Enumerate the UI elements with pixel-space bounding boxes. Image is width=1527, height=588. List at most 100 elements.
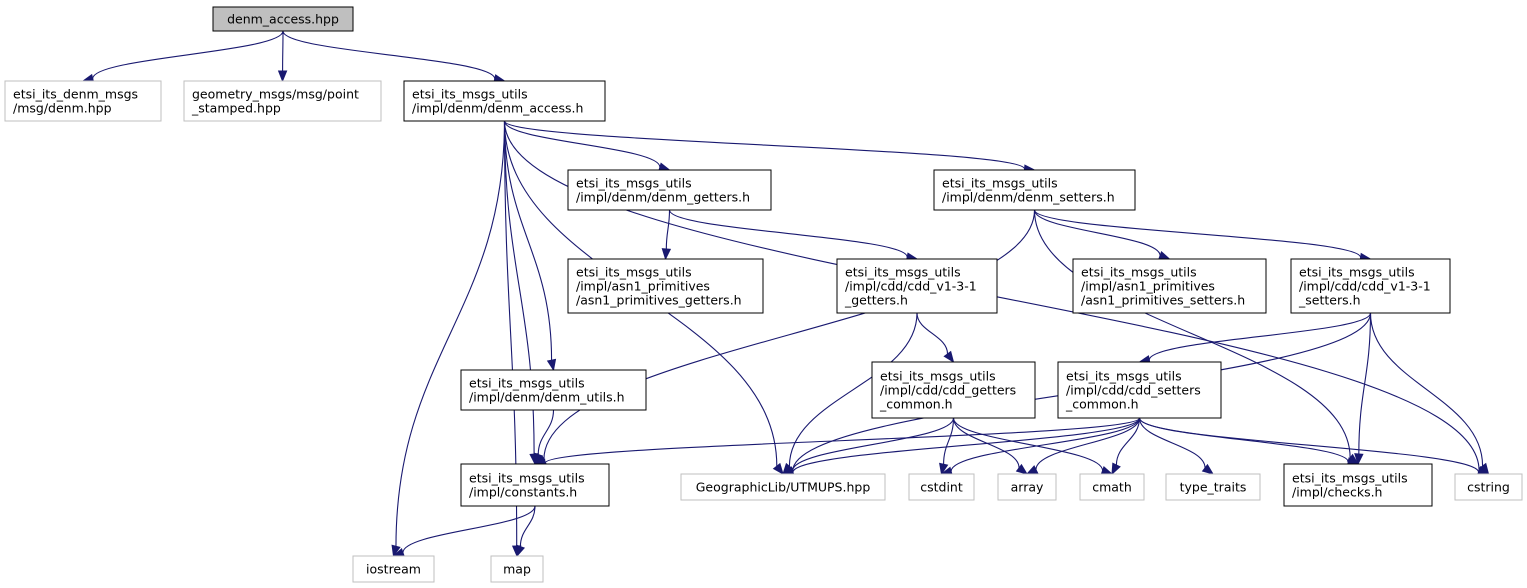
edge-denm_access_h-to-constants: [503, 120, 539, 466]
edge-arrowhead: [939, 462, 949, 476]
node-denm-setters[interactable]: etsi_its_msgs_utils/impl/denm/denm_sette…: [933, 169, 1136, 211]
node-cmath[interactable]: cmath: [1079, 473, 1145, 501]
node-denm-msgs[interactable]: etsi_its_denm_msgs/msg/denm.hpp: [4, 80, 162, 122]
node-constants[interactable]: etsi_its_msgs_utils/impl/constants.h: [460, 463, 610, 507]
edge-root-to-point_stamped: [277, 30, 288, 83]
node-label-line: etsi_its_msgs_utils: [1292, 471, 1408, 486]
edge-cdd_getters_common-to-utmups: [781, 417, 955, 476]
node-denm-getters[interactable]: etsi_its_msgs_utils/impl/denm/denm_gette…: [567, 169, 772, 211]
edge-line: [1033, 209, 1362, 259]
edge-arrowhead: [1158, 250, 1171, 260]
edge-denm_access_h-to-denm_utils: [503, 120, 557, 372]
node-box: [871, 361, 1036, 419]
node-label-line: map: [503, 562, 531, 577]
edge-line: [1358, 312, 1372, 455]
node-label-line: GeographicLib/UTMUPS.hpp: [696, 480, 871, 495]
node-label-line: /impl/constants.h: [469, 485, 577, 500]
node-label-line: denm_access.hpp: [227, 12, 339, 27]
node-array[interactable]: array: [997, 473, 1057, 501]
node-label-line: cstdint: [920, 480, 963, 495]
node-cstdint[interactable]: cstdint: [908, 473, 975, 501]
node-label-line: /asn1_primitives_getters.h: [576, 293, 742, 308]
node-label-line: /impl/cdd/cdd_getters: [880, 383, 1016, 398]
node-denm-utils[interactable]: etsi_its_msgs_utils/impl/denm/denm_utils…: [460, 369, 647, 411]
node-box: [403, 80, 606, 122]
edge-line: [503, 120, 1026, 170]
node-type-traits[interactable]: type_traits: [1165, 473, 1261, 501]
node-map[interactable]: map: [490, 555, 544, 583]
node-label-line: geometry_msgs/msg/point: [192, 87, 359, 102]
node-point-stamped[interactable]: geometry_msgs/msg/point_stamped.hpp: [183, 80, 382, 122]
edge-line: [1369, 312, 1484, 466]
edge-denm_setters-to-cdd_setters: [1033, 209, 1372, 263]
edge-root-to-denm_access_h: [282, 30, 506, 84]
node-cdd-setters[interactable]: etsi_its_msgs_utils/impl/cdd/cdd_v1-3-1_…: [1290, 258, 1451, 314]
node-label-line: type_traits: [1180, 480, 1247, 495]
node-box: [1454, 473, 1523, 501]
node-root[interactable]: denm_access.hpp: [212, 6, 354, 32]
node-label-line: /asn1_primitives_setters.h: [1081, 293, 1245, 308]
edge-cdd_setters_common-to-checks: [1138, 417, 1360, 467]
node-box: [1290, 258, 1451, 314]
node-label-line: /msg/denm.hpp: [13, 101, 112, 116]
node-box: [997, 473, 1057, 501]
node-asn1-setters[interactable]: etsi_its_msgs_utils/impl/asn1_primitives…: [1072, 258, 1267, 314]
edge-line: [952, 417, 1104, 471]
edge-line: [92, 30, 284, 79]
node-box: [1072, 258, 1267, 314]
node-box: [1079, 473, 1145, 501]
edge-denm_access_h-to-denm_setters: [503, 120, 1036, 174]
node-label-line: etsi_its_msgs_utils: [469, 471, 585, 486]
edge-arrowhead: [772, 462, 784, 476]
edge-arrowhead: [661, 248, 672, 261]
node-label-line: cstring: [1467, 480, 1510, 495]
edge-arrowhead: [533, 452, 543, 466]
node-asn1-getters[interactable]: etsi_its_msgs_utils/impl/asn1_primitives…: [567, 258, 764, 314]
node-cdd-getters[interactable]: etsi_its_msgs_utils/impl/cdd/cdd_v1-3-1_…: [836, 258, 998, 314]
node-box: [460, 369, 647, 411]
edge-denm_utils-to-constants: [533, 409, 555, 466]
edge-cdd_getters_common-to-array: [952, 417, 1029, 475]
node-cstring[interactable]: cstring: [1454, 473, 1523, 501]
edge-line: [395, 120, 506, 547]
edge-arrowhead: [1100, 466, 1114, 475]
edge-denm_getters-to-asn1_getters: [661, 209, 672, 261]
node-label-line: etsi_its_msgs_utils: [576, 176, 692, 191]
node-denm-access-h[interactable]: etsi_its_msgs_utils/impl/denm/denm_acces…: [403, 80, 606, 122]
edge-arrowhead: [516, 544, 526, 558]
node-label-line: etsi_its_msgs_utils: [1081, 265, 1197, 280]
nodes-layer: denm_access.hpp etsi_its_denm_msgs/msg/de…: [4, 6, 1523, 583]
node-box: [352, 555, 435, 583]
node-cdd-getters-common[interactable]: etsi_its_msgs_utils/impl/cdd/cdd_getters…: [871, 361, 1036, 419]
node-label-line: etsi_its_msgs_utils: [880, 369, 996, 384]
node-checks[interactable]: etsi_its_msgs_utils/impl/checks.h: [1283, 463, 1433, 507]
edge-constants-to-map: [516, 505, 536, 558]
node-box: [933, 169, 1136, 211]
node-box: [212, 6, 354, 32]
node-label-line: etsi_its_msgs_utils: [469, 376, 585, 391]
edge-line: [537, 409, 555, 455]
node-label-line: _getters.h: [844, 293, 908, 308]
node-label-line: /impl/asn1_primitives: [1081, 279, 1215, 294]
node-label-line: /impl/denm/denm_setters.h: [942, 190, 1115, 205]
node-iostream[interactable]: iostream: [352, 555, 435, 583]
edge-cdd_setters_common-to-cmath: [1111, 417, 1141, 476]
edge-denm_getters-to-cdd_getters: [668, 209, 919, 262]
node-box: [836, 258, 998, 314]
node-label-line: etsi_its_msgs_utils: [412, 87, 528, 102]
node-label-line: etsi_its_msgs_utils: [1066, 369, 1182, 384]
node-label-line: /impl/denm/denm_getters.h: [576, 190, 750, 205]
edge-root-to-denm_msgs: [81, 30, 284, 84]
edge-denm_setters-to-checks: [1033, 209, 1360, 465]
edge-arrowhead: [1201, 463, 1215, 475]
node-label-line: _setters.h: [1298, 293, 1361, 308]
node-box: [1165, 473, 1261, 501]
node-label-line: etsi_its_msgs_utils: [845, 265, 961, 280]
edge-arrowhead: [1015, 463, 1029, 475]
node-cdd-setters-common[interactable]: etsi_its_msgs_utils/impl/cdd/cdd_setters…: [1057, 361, 1222, 419]
node-utmups[interactable]: GeographicLib/UTMUPS.hpp: [680, 473, 886, 501]
edge-cdd_getters-to-cdd_getters_common: [916, 312, 955, 364]
node-box: [567, 169, 772, 211]
node-label-line: /impl/checks.h: [1292, 485, 1383, 500]
edge-arrowhead: [1354, 453, 1364, 466]
